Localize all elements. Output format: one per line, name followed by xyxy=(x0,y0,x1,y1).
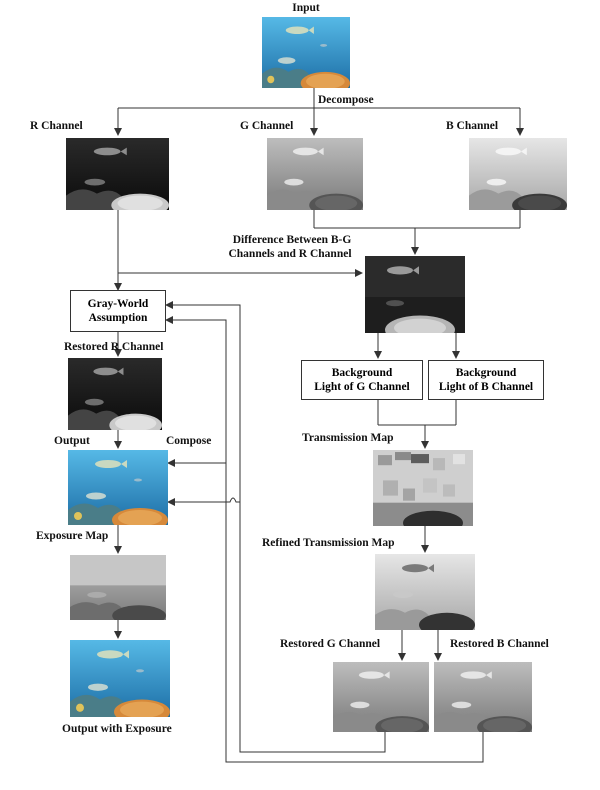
r-channel-label: R Channel xyxy=(30,120,83,132)
exposure-map-label: Exposure Map xyxy=(36,530,109,542)
restored-r-image xyxy=(68,358,162,430)
b-channel-image xyxy=(469,138,567,210)
bg-g-line2: Light of G Channel xyxy=(314,381,410,393)
gray-world-line1: Gray-World xyxy=(87,298,149,310)
restored-r-label: Restored R Channel xyxy=(64,341,164,353)
bg-b-line1: Background xyxy=(455,367,517,379)
output-with-exposure-image xyxy=(70,640,170,717)
bg-b-line2: Light of B Channel xyxy=(438,381,534,393)
b-channel-label: B Channel xyxy=(446,120,499,132)
difference-label-line2: Channels and R Channel xyxy=(228,248,352,260)
input-label: Input xyxy=(292,2,320,14)
refined-transmission-label: Refined Transmission Map xyxy=(262,537,395,549)
r-channel-image xyxy=(66,138,169,210)
output-with-exposure-label: Output with Exposure xyxy=(62,723,172,735)
difference-image xyxy=(365,256,465,333)
decompose-label: Decompose xyxy=(318,94,374,106)
restored-b-image xyxy=(434,662,532,732)
restored-g-image xyxy=(333,662,429,732)
restored-b-label: Restored B Channel xyxy=(450,638,549,650)
output-label: Output xyxy=(54,435,90,447)
g-channel-image xyxy=(267,138,363,210)
exposure-map-image xyxy=(70,555,166,620)
difference-label-line1: Difference Between B-G xyxy=(232,234,352,246)
g-channel-label: G Channel xyxy=(240,120,294,132)
input-image xyxy=(262,17,350,88)
output-image xyxy=(68,450,168,525)
compose-label: Compose xyxy=(166,435,212,447)
refined-transmission-image xyxy=(375,554,475,630)
gray-world-line2: Assumption xyxy=(88,312,148,324)
bg-g-line1: Background xyxy=(331,367,393,379)
transmission-map-image xyxy=(373,450,473,526)
transmission-map-label: Transmission Map xyxy=(302,432,394,444)
restored-g-label: Restored G Channel xyxy=(280,638,381,650)
